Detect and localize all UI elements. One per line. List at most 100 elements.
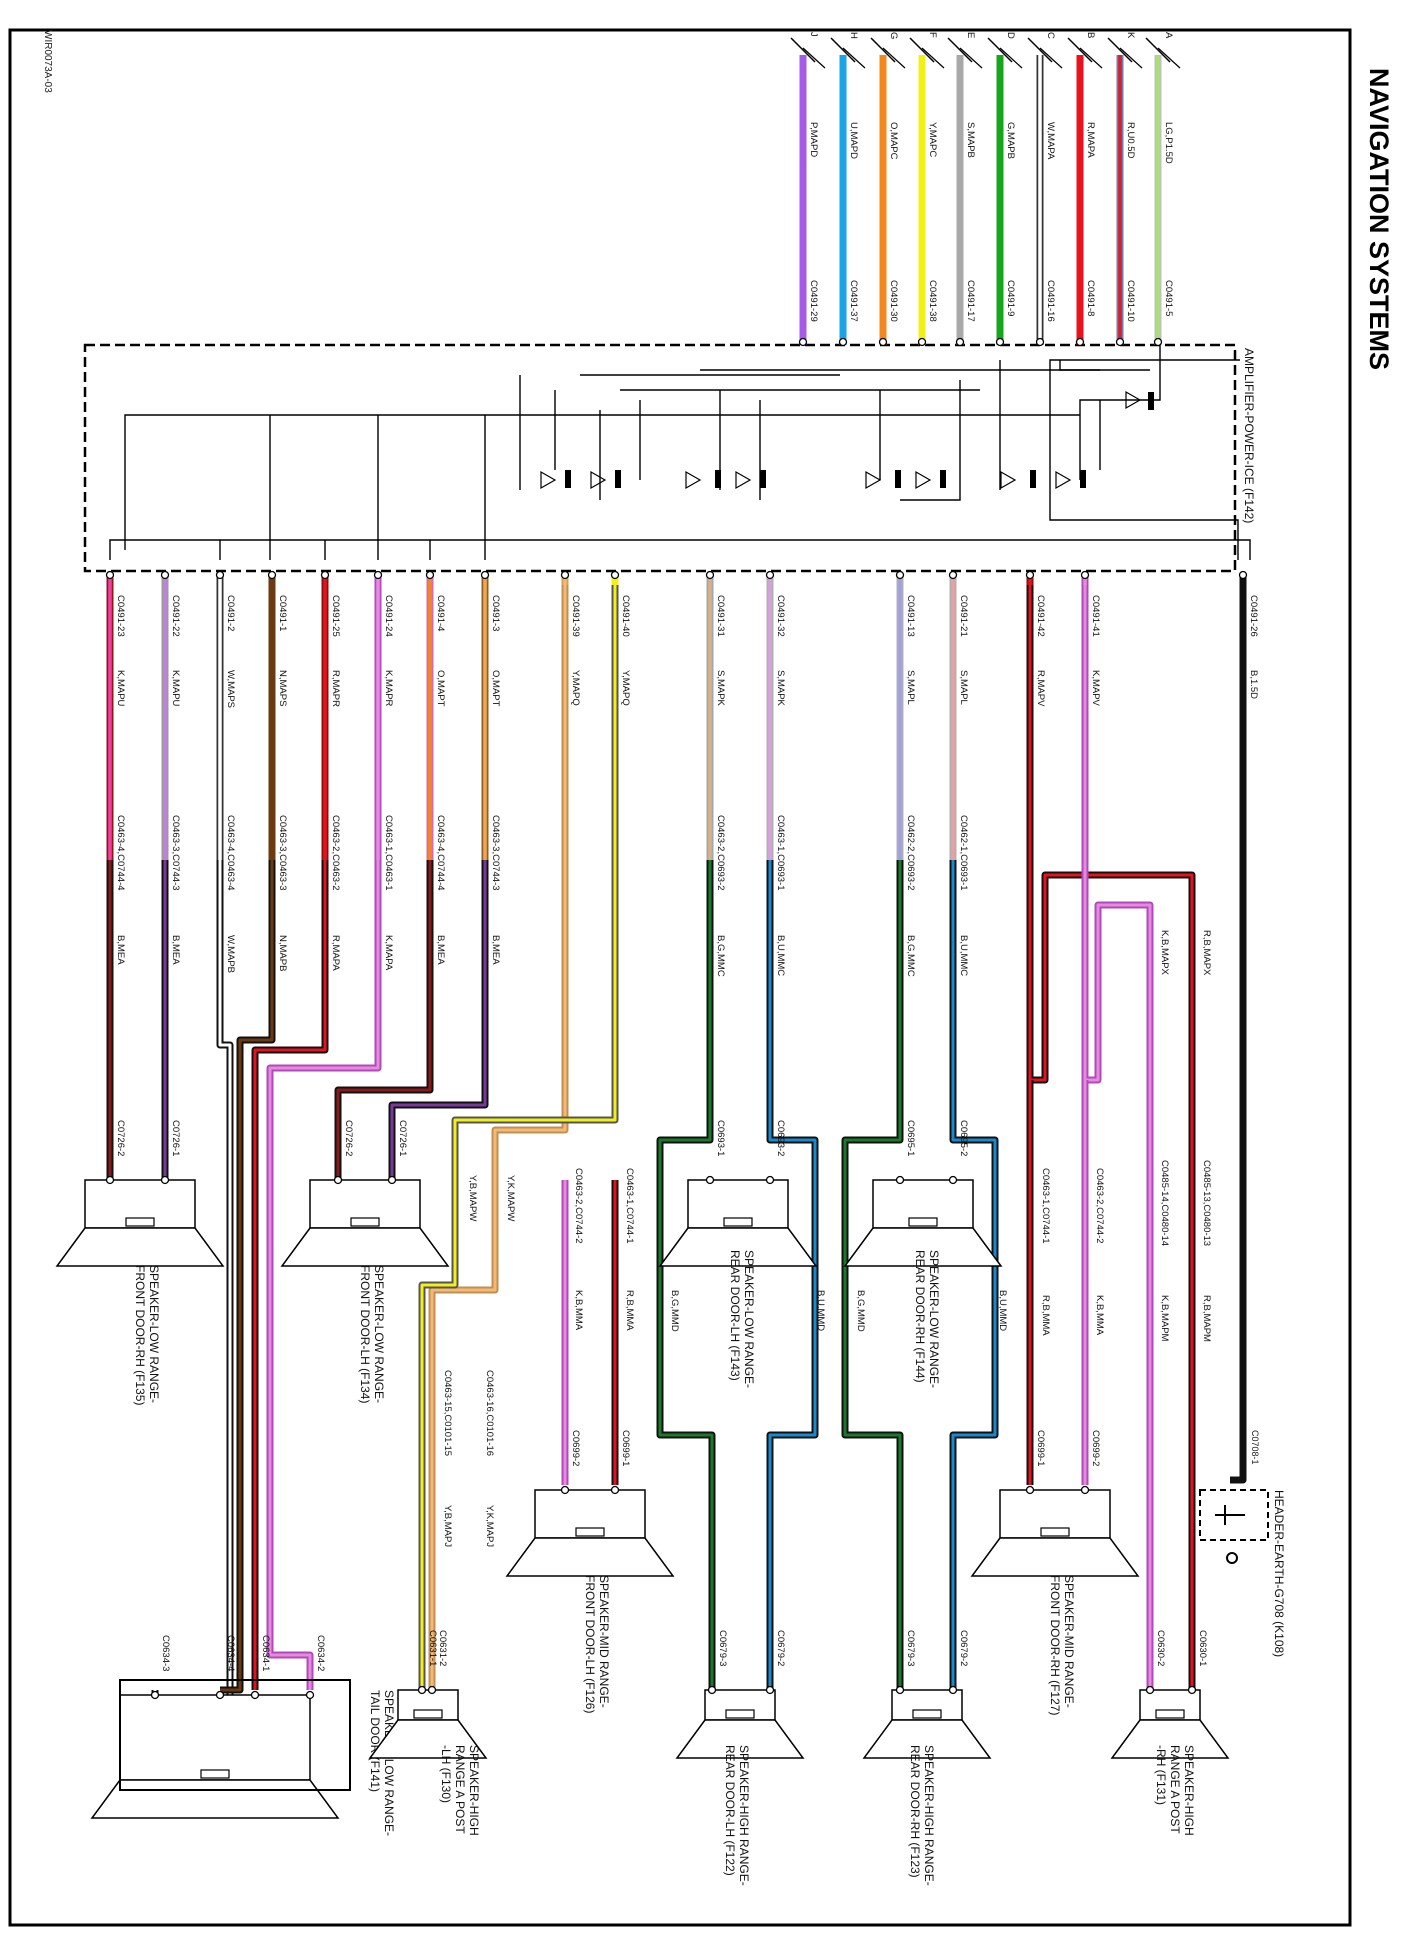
mid-connector-code: C0463-1,C0463-1 <box>383 815 394 891</box>
speaker-pin-code: C0726-1 <box>170 1120 181 1156</box>
pin-node <box>215 570 225 580</box>
speaker-pin-code: C0693-1 <box>715 1120 726 1156</box>
mid-wire-code: B,G,MMC <box>715 935 726 977</box>
svg-text:B,G,MMD: B,G,MMD <box>669 1290 680 1332</box>
top-pin-letter: F <box>927 32 938 38</box>
output-connector-code: C0491-13 <box>905 595 916 637</box>
top-pin-letter: A <box>1163 32 1174 39</box>
svg-text:C0463-2,C0744-2: C0463-2,C0744-2 <box>573 1168 584 1244</box>
svg-text:Y,K,MAPW: Y,K,MAPW <box>505 1175 516 1221</box>
output-wire-code: N,MAPS <box>277 670 288 706</box>
pin-node <box>1025 570 1035 580</box>
pin-node <box>765 570 775 580</box>
top-wire-code: LG,P1.5D <box>1163 122 1174 164</box>
pin-node <box>560 570 570 580</box>
top-wire-H: H U,MAPD C0491-37 <box>830 32 866 347</box>
mid-wire-code: W,MAPB <box>225 935 236 973</box>
speaker-group: SPEAKER-LOW RANGE-FRONT DOOR-RH (F135)C0… <box>55 1120 1230 1886</box>
speaker-pin-code: C0679-3 <box>905 1630 916 1666</box>
speaker-name: -LH (F130) <box>439 1745 453 1803</box>
top-wire-code: U,MAPD <box>848 122 859 159</box>
top-wire-code: G,MAPB <box>1005 122 1016 159</box>
mid-connector-code: C0463-2,C0463-2 <box>330 815 341 891</box>
speaker-10: SPEAKER-HIGH RANGE-REAR DOOR-RH (F123)C0… <box>862 1630 992 1886</box>
top-connector-code: C0491-16 <box>1045 280 1056 322</box>
top-connector-code: C0491-9 <box>1005 280 1016 316</box>
speaker-coil-icon <box>908 1217 938 1227</box>
mid-wire-code: K,MAPA <box>383 935 394 971</box>
pin-node <box>948 570 958 580</box>
speaker-3: SPEAKER-LOW RANGE-REAR DOOR-LH (F143)C06… <box>658 1120 818 1388</box>
amplifier-box <box>83 343 1237 573</box>
mid-wire-code: B,MEA <box>170 935 181 965</box>
top-wire-code: W,MAPA <box>1045 122 1056 160</box>
top-connector-code: C0491-30 <box>888 280 899 322</box>
speaker-pin-code: C0695-1 <box>905 1120 916 1156</box>
pin-node <box>995 337 1005 347</box>
svg-text:K,B,MAPM: K,B,MAPM <box>1159 1295 1170 1342</box>
output-connector-code: C0491-22 <box>170 595 181 637</box>
svg-text:C0463-2,C0744-2: C0463-2,C0744-2 <box>1094 1168 1105 1244</box>
top-pin-letter: C <box>1045 32 1056 39</box>
pin-node <box>105 570 115 580</box>
pin-node <box>160 570 170 580</box>
speaker-pin-code: C0630-1 <box>1197 1630 1208 1666</box>
pin-node <box>878 337 888 347</box>
figure-code: WIR0073A-03 <box>42 30 53 93</box>
misc-labels: Y,B,MAPW Y,K,MAPW C0463-15,C0101-15 C046… <box>442 930 1212 1547</box>
top-connector-code: C0491-38 <box>927 280 938 322</box>
mid-wire-code: B,U,MMC <box>958 935 969 976</box>
speaker-name: SPEAKER-LOW RANGE- <box>742 1250 756 1388</box>
svg-text:C0463-1,C0744-1: C0463-1,C0744-1 <box>624 1168 635 1244</box>
mid-connector-code: C0462-1,C0693-1 <box>958 815 969 891</box>
pin-node <box>320 570 330 580</box>
speaker-pin-code: C0631-2 <box>437 1630 448 1666</box>
mid-connector-code: C0463-3,C0744-3 <box>170 815 181 891</box>
mid-connector-code: C0463-1,C0693-1 <box>775 815 786 891</box>
speaker-1: SPEAKER-LOW RANGE-FRONT DOOR-RH (F135)C0… <box>55 1120 225 1405</box>
output-connector-code: C0491-25 <box>330 595 341 637</box>
top-pin-letter: H <box>848 32 859 39</box>
top-pin-letter: K <box>1125 32 1136 39</box>
svg-text:Y,B,MAPJ: Y,B,MAPJ <box>442 1505 453 1547</box>
top-wire-code: R,MAPA <box>1085 122 1096 158</box>
speaker-name: -RH (F131) <box>1154 1745 1168 1805</box>
speaker-pin-code: C0699-2 <box>1090 1430 1101 1466</box>
top-connector-code: C0491-10 <box>1125 280 1136 322</box>
output-connector-code: C0491-40 <box>620 595 631 637</box>
top-connector-code: C0491-37 <box>848 280 859 322</box>
amp-output-2: C0491-22K,MAPU <box>160 570 181 860</box>
svg-text:K,B,MAPX: K,B,MAPX <box>1159 930 1170 976</box>
speaker-name: SPEAKER-HIGH RANGE- <box>922 1745 936 1886</box>
speaker-coil-icon <box>723 1217 753 1227</box>
top-connector-code: C0491-17 <box>965 280 976 322</box>
pin-node <box>480 570 490 580</box>
speaker-pin-code: C0634-1 <box>260 1635 271 1671</box>
speaker-name: FRONT DOOR-LH (F126) <box>583 1575 597 1713</box>
amp-output-1: C0491-23K,MAPU <box>105 570 126 860</box>
output-connector-code: C0491-2 <box>225 595 236 631</box>
pin-node <box>425 570 435 580</box>
pin-node <box>1153 337 1163 347</box>
output-wire-code: O,MAPT <box>435 670 446 707</box>
svg-text:R,B,MAPM: R,B,MAPM <box>1201 1295 1212 1342</box>
pin-node <box>373 570 383 580</box>
tail-door-box <box>119 1679 351 1791</box>
svg-text:B,U,MMD: B,U,MMD <box>997 1290 1008 1331</box>
output-connector-code: C0491-23 <box>115 595 126 637</box>
speaker-pin-code: C0726-2 <box>115 1120 126 1156</box>
header-earth-label: HEADER-EARTH-G708 (K108) <box>1272 1490 1286 1657</box>
speaker-9: SPEAKER-HIGH RANGE-REAR DOOR-LH (F122)C0… <box>675 1630 805 1886</box>
speaker-coil-icon <box>1040 1527 1070 1537</box>
speaker-name: SPEAKERS-LOW RANGE- <box>382 1690 396 1836</box>
output-wire-code: K,MAPR <box>383 670 394 707</box>
output-connector-code: C0491-31 <box>715 595 726 637</box>
amp-output-11: C0491-31S,MAPK <box>705 570 726 860</box>
output-connector-code: C0491-21 <box>958 595 969 637</box>
output-wire-code: S,MAPL <box>958 670 969 705</box>
speaker-name: FRONT DOOR-LH (F134) <box>358 1265 372 1403</box>
